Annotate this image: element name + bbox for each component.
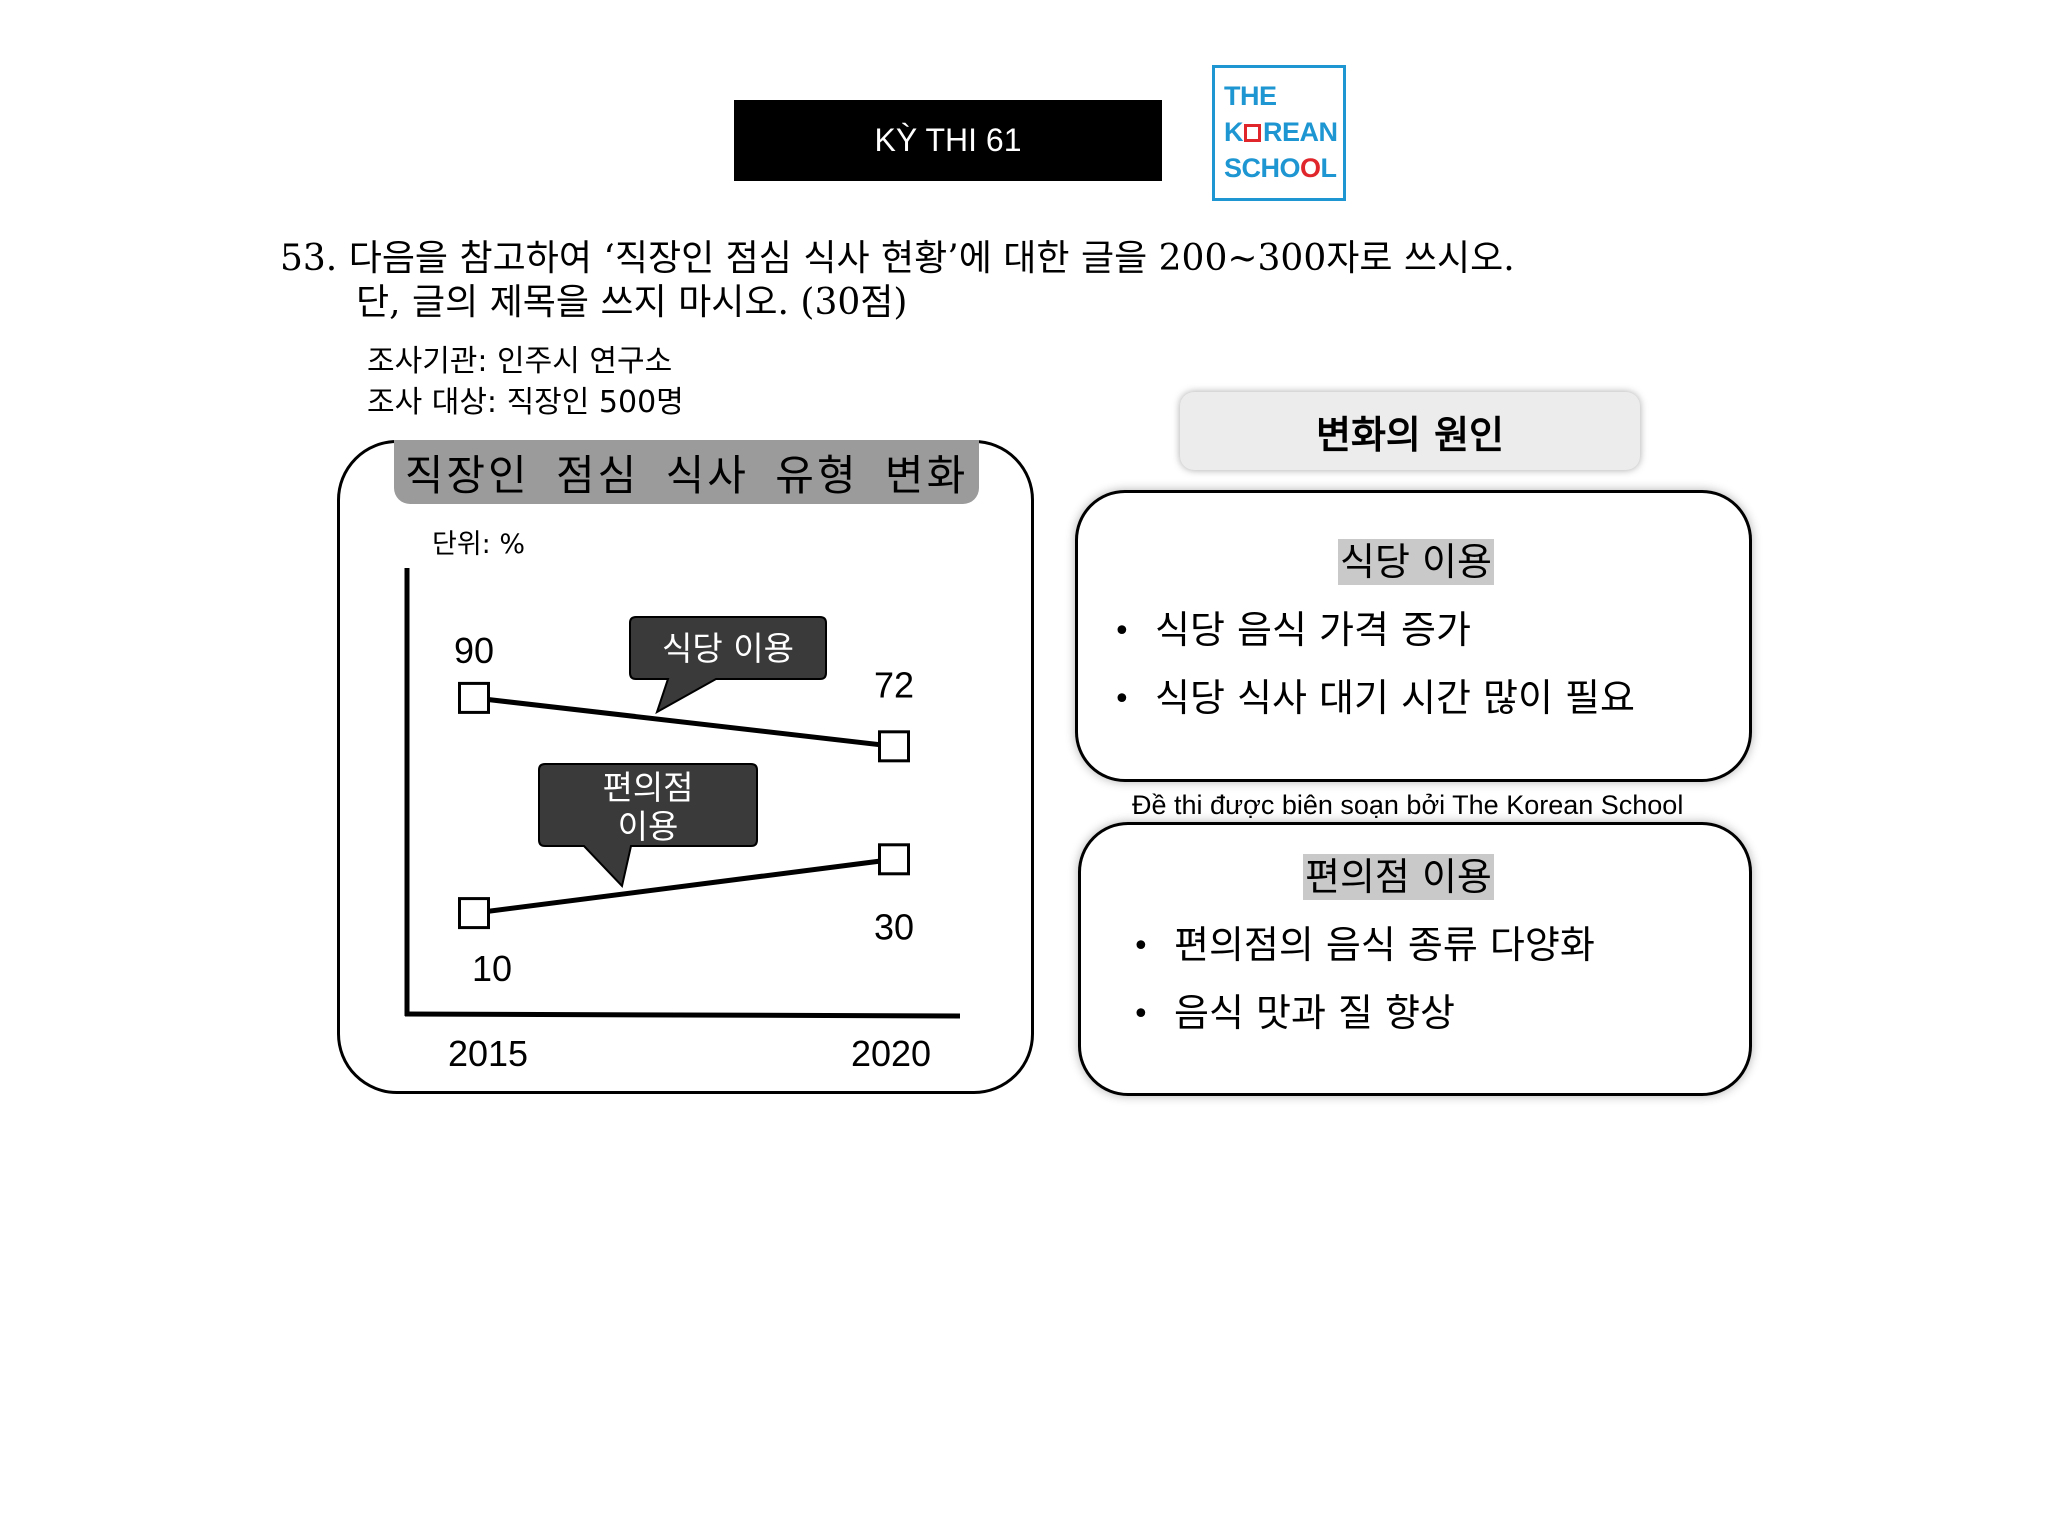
- list-item: •식당 음식 가격 증가: [1113, 607, 1471, 655]
- bullet-icon: •: [1132, 929, 1150, 964]
- cause-box-convenience: 편의점 이용 •편의점의 음식 종류 다양화 •음식 맛과 질 향상: [1078, 822, 1752, 1096]
- credit-text: Đề thi được biên soạn bởi The Korean Sch…: [1132, 790, 1684, 820]
- logo-line-3: SCHOOL: [1224, 153, 1337, 183]
- question-text-line-2: 단, 글의 제목을 쓰지 마시오. (30점): [356, 282, 908, 323]
- cause-box-convenience-title: 편의점 이용: [1303, 854, 1494, 900]
- chart-frame: [337, 440, 1034, 1094]
- bullet-icon: •: [1113, 682, 1131, 717]
- list-item: •음식 맛과 질 향상: [1132, 990, 1455, 1038]
- exam-label: KỲ THI 61: [874, 122, 1022, 158]
- survey-target: 조사 대상: 직장인 500명: [367, 385, 684, 420]
- bullet-icon: •: [1113, 614, 1131, 649]
- chart-title: 직장인 점심 식사 유형 변화: [394, 440, 979, 504]
- survey-institution: 조사기관: 인주시 연구소: [367, 344, 673, 379]
- list-item: •편의점의 음식 종류 다양화: [1132, 922, 1595, 970]
- list-item: •식당 식사 대기 시간 많이 필요: [1113, 675, 1635, 723]
- logo-red-square-icon: [1244, 124, 1261, 142]
- question-text-line-1: 53. 다음을 참고하여 ‘직장인 점심 식사 현황’에 대한 글을 200~3…: [280, 238, 1515, 279]
- cause-box-restaurant-title: 식당 이용: [1338, 539, 1494, 585]
- cause-box-restaurant: 식당 이용 •식당 음식 가격 증가 •식당 식사 대기 시간 많이 필요: [1075, 490, 1752, 782]
- exam-banner: KỲ THI 61: [734, 100, 1162, 181]
- logo-line-1: THE: [1224, 81, 1277, 111]
- causes-header: 변화의 원인: [1180, 392, 1640, 470]
- bullet-icon: •: [1132, 997, 1150, 1032]
